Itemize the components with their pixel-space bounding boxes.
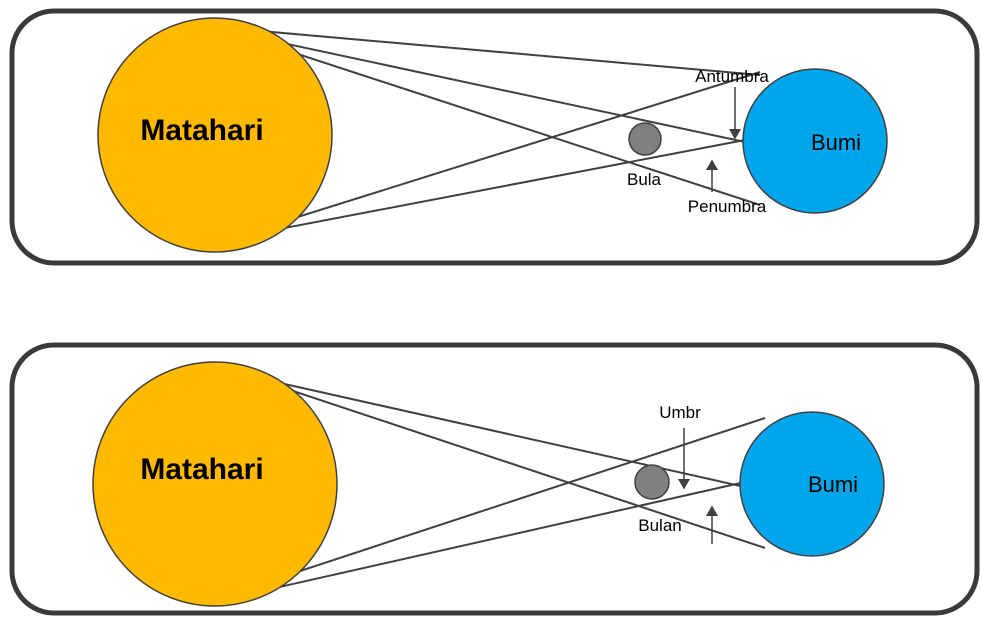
moon <box>628 122 662 156</box>
moon-label: Bula <box>627 170 662 189</box>
moon-label: Bulan <box>638 516 681 535</box>
moon <box>634 464 670 500</box>
ray-inner-bottom <box>221 481 746 601</box>
ray-outer-bottom <box>217 417 766 599</box>
earth <box>739 411 885 557</box>
umbra-label: Umbr <box>659 403 701 422</box>
earth <box>742 68 888 214</box>
penumbra-label: Penumbra <box>688 197 767 216</box>
panel-2: Matahari Bumi Bulan Umbr <box>9 342 980 616</box>
antumbra-label: Antumbra <box>695 67 769 86</box>
panel-1: Matahari Bumi Bula Antumbra Penumbra <box>9 8 980 266</box>
earth-label: Bumi <box>811 130 861 155</box>
ray-outer-bottom <box>217 71 761 243</box>
ray-outer-top <box>214 364 766 549</box>
panel-1-rays <box>214 26 761 243</box>
ray-inner-top <box>221 29 746 143</box>
sun-label: Matahari <box>140 114 263 147</box>
earth-label: Bumi <box>808 472 858 497</box>
sun-label: Matahari <box>140 453 263 486</box>
ray-outer-top <box>214 26 761 76</box>
ray-cross-top <box>214 26 761 206</box>
sun <box>97 17 333 253</box>
ray-inner-bottom <box>221 139 746 241</box>
sun <box>92 361 338 607</box>
